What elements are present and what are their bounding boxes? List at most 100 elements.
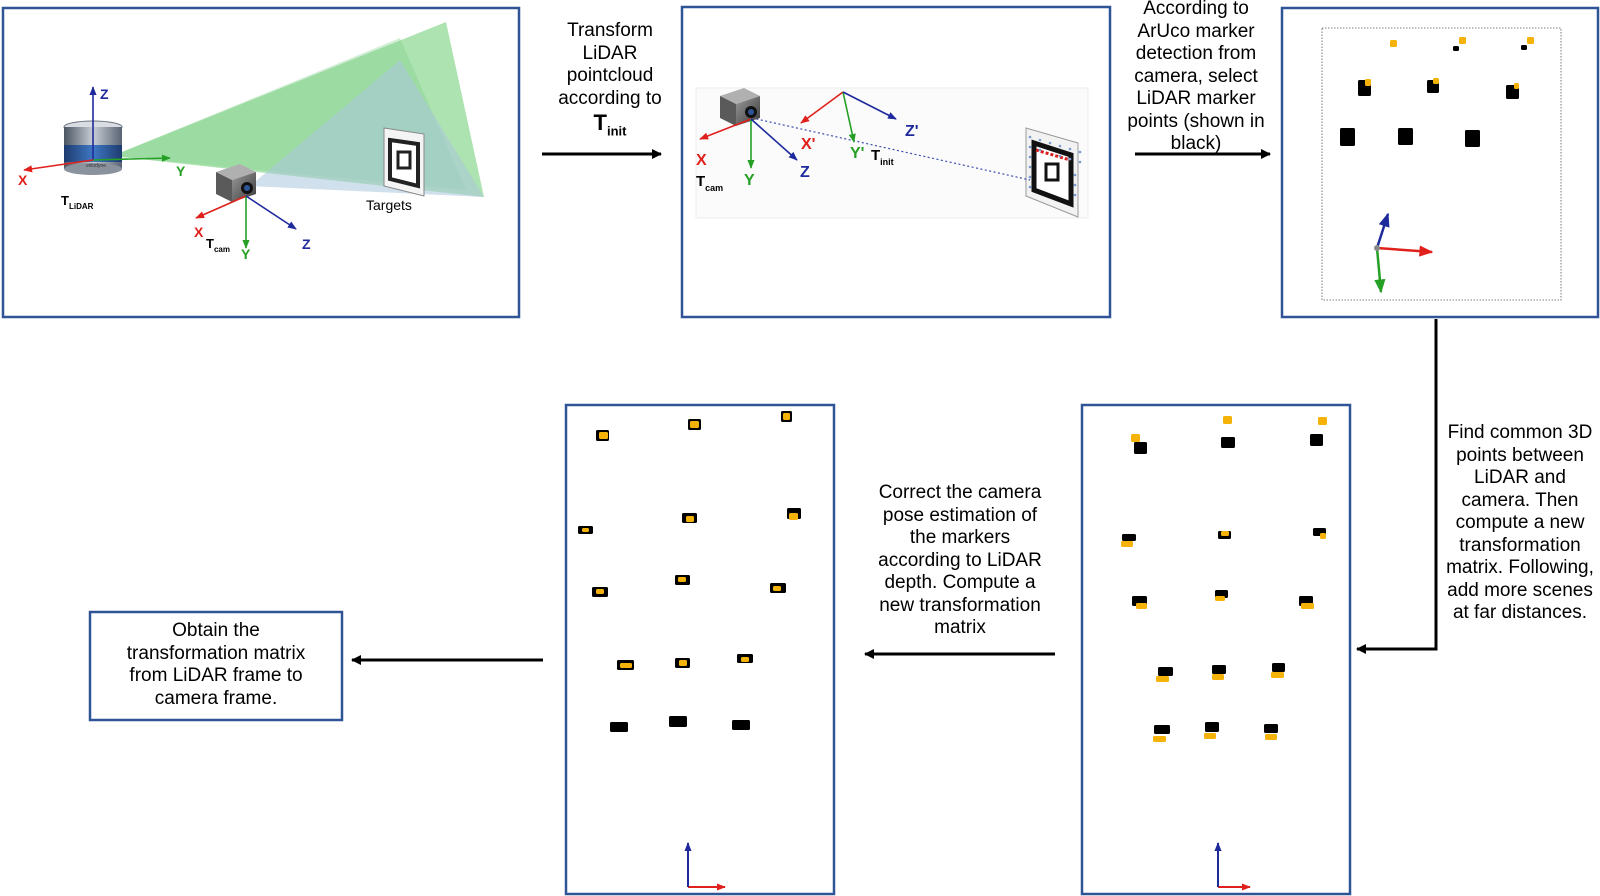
frame-cam2-label: Tcam bbox=[696, 173, 723, 193]
camera-icon-2 bbox=[720, 88, 760, 126]
init-z-label: Z' bbox=[905, 123, 919, 140]
frame-cam-label: Tcam bbox=[206, 236, 230, 254]
aruco-point bbox=[1215, 596, 1225, 601]
lidar-point bbox=[1264, 724, 1278, 733]
aruco-point bbox=[678, 577, 686, 582]
aruco-point bbox=[1212, 674, 1224, 680]
aruco-point bbox=[1514, 83, 1519, 89]
aruco-point bbox=[1131, 434, 1140, 442]
step3-line-2: points between bbox=[1456, 444, 1584, 466]
init-x-axis bbox=[800, 91, 844, 124]
lidar-point bbox=[1205, 722, 1219, 732]
marker-points-multi bbox=[1121, 416, 1327, 742]
lidar-point bbox=[669, 716, 687, 727]
lidar-point bbox=[1453, 46, 1459, 51]
step3-line-8: add more scenes bbox=[1447, 579, 1593, 601]
step3-text: Find common 3D points between LiDAR and … bbox=[1440, 422, 1600, 625]
lidar-point bbox=[610, 722, 628, 732]
arrow-step3 bbox=[1356, 319, 1438, 654]
step2-line-5: LiDAR marker bbox=[1136, 88, 1256, 109]
step2-line-2: ArUco marker bbox=[1137, 20, 1255, 42]
aruco-point bbox=[1433, 78, 1439, 84]
aruco-board-icon bbox=[1025, 127, 1082, 218]
lidar-point bbox=[1272, 663, 1285, 672]
svg-text:velodyne: velodyne bbox=[86, 163, 106, 169]
aruco-point bbox=[1204, 733, 1216, 739]
frame-lidar-label: TLiDAR bbox=[61, 193, 94, 211]
aruco-point bbox=[599, 432, 608, 439]
step1-line-4: according to bbox=[558, 87, 662, 109]
cam-z-label: Z bbox=[302, 236, 311, 252]
step1-line-3: pointcloud bbox=[566, 65, 654, 86]
final-line-1: Obtain the bbox=[172, 620, 260, 641]
step3-line-5: compute a new bbox=[1455, 512, 1585, 533]
step3-line-4: camera. Then bbox=[1461, 489, 1579, 511]
aruco-point bbox=[1459, 37, 1466, 44]
lidar-point bbox=[732, 720, 750, 730]
step4-line-7: matrix bbox=[934, 617, 986, 638]
aruco-point bbox=[1136, 603, 1147, 609]
lidar-point bbox=[1310, 434, 1323, 446]
aruco-point bbox=[1121, 541, 1133, 547]
lidar-point bbox=[1340, 128, 1355, 146]
aruco-point bbox=[582, 528, 589, 532]
step3-line-6: transformation bbox=[1459, 534, 1581, 556]
lidar-point bbox=[1212, 665, 1226, 674]
aruco-point bbox=[773, 586, 781, 591]
panel-corrected bbox=[564, 403, 836, 896]
lidar-point bbox=[1465, 130, 1480, 147]
step4-line-2: pose estimation of bbox=[882, 504, 1038, 526]
panel-scene: Targets velodyne Z Y X TLiDAR X Y bbox=[1, 6, 521, 319]
aruco-point bbox=[1527, 37, 1534, 44]
step2-line-4: camera, select bbox=[1134, 65, 1258, 87]
final-box bbox=[88, 610, 344, 722]
step1-math: Tinit bbox=[593, 110, 627, 139]
aruco-target-icon bbox=[383, 127, 425, 197]
aruco-point bbox=[1156, 676, 1169, 682]
final-line-3: from LiDAR frame to bbox=[129, 665, 303, 686]
cam-x-label: X bbox=[194, 224, 204, 240]
aruco-point bbox=[1271, 672, 1284, 678]
step2-line-7: black) bbox=[1170, 133, 1222, 154]
aruco-point bbox=[679, 660, 687, 666]
lidar-y-axis bbox=[92, 154, 171, 162]
init-x-label: X' bbox=[801, 136, 815, 153]
camera-fov-blue bbox=[250, 60, 484, 197]
step1-line-2: LiDAR bbox=[582, 42, 638, 64]
panel-selected-markers bbox=[1280, 6, 1600, 319]
marker-points-corrected bbox=[578, 411, 801, 732]
lidar-point bbox=[1122, 534, 1136, 541]
step3-line-9: at far distances. bbox=[1452, 602, 1588, 623]
init-z-axis bbox=[842, 91, 897, 120]
aruco-point bbox=[686, 516, 694, 522]
step1-text: Transform LiDAR pointcloud according to … bbox=[540, 20, 680, 143]
step4-line-4: according to LiDAR bbox=[878, 549, 1042, 571]
cam-z-axis bbox=[245, 195, 297, 230]
aruco-point bbox=[596, 589, 604, 594]
aruco-point bbox=[1153, 736, 1166, 742]
p3-x-axis bbox=[1376, 245, 1434, 257]
lidar-x-label: X bbox=[18, 172, 28, 188]
cam-y-label: Y bbox=[241, 246, 251, 262]
step4-text: Correct the camera pose estimation of th… bbox=[862, 482, 1058, 640]
lidar-point bbox=[1154, 725, 1170, 734]
lidar-point bbox=[1521, 45, 1527, 50]
camera-icon bbox=[216, 164, 256, 202]
aruco-point bbox=[1221, 531, 1229, 536]
step1-line-1: Transform bbox=[567, 20, 653, 41]
lidar-y-label: Y bbox=[176, 163, 186, 179]
aruco-point bbox=[783, 413, 790, 420]
aruco-point bbox=[1390, 40, 1397, 47]
panel-common-points bbox=[1080, 403, 1352, 896]
marker-points-scene1 bbox=[1340, 37, 1534, 147]
aruco-point bbox=[1318, 417, 1327, 425]
aruco-point bbox=[690, 421, 699, 428]
init-y-axis bbox=[842, 91, 856, 143]
aruco-point bbox=[1223, 416, 1232, 424]
lidar-point bbox=[1134, 442, 1147, 454]
lidar-point bbox=[1221, 437, 1235, 448]
step3-line-7: matrix. Following, bbox=[1446, 557, 1594, 578]
step2-line-1: According to bbox=[1143, 0, 1249, 19]
aruco-point bbox=[620, 663, 632, 668]
final-line-2: transformation matrix bbox=[126, 642, 306, 664]
